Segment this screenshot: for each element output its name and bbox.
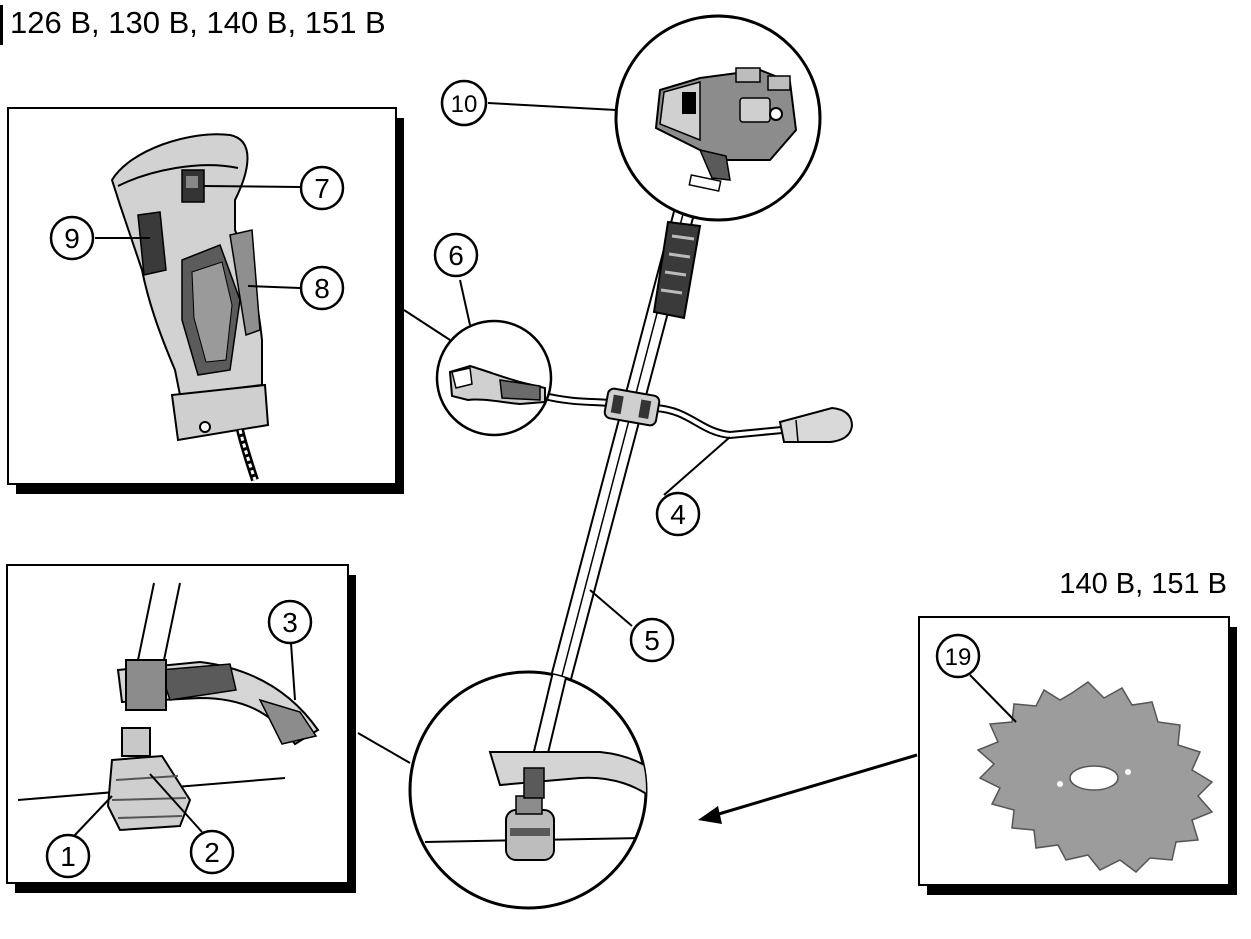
leader-19 bbox=[969, 674, 1017, 723]
callout-1: 1 bbox=[45, 833, 91, 879]
leader-head-box bbox=[357, 732, 411, 764]
blade-mount-arrow bbox=[698, 753, 918, 824]
leader-lines bbox=[73, 102, 731, 837]
trimmer-head-detail-panel bbox=[6, 564, 356, 893]
callout-19: 19 bbox=[935, 633, 981, 679]
svg-text:4: 4 bbox=[670, 499, 686, 530]
callout-2: 2 bbox=[189, 829, 235, 875]
blade-arbor-hole bbox=[1069, 765, 1119, 791]
svg-text:19: 19 bbox=[945, 644, 972, 671]
callout-3: 3 bbox=[267, 599, 313, 645]
svg-text:5: 5 bbox=[644, 625, 660, 656]
trimmer-head-circle bbox=[408, 670, 648, 910]
callout-6: 6 bbox=[433, 232, 479, 278]
title-marker-bar bbox=[0, 5, 3, 45]
callout-5: 5 bbox=[629, 617, 675, 663]
blade-models-caption: 140 B, 151 B bbox=[1059, 568, 1227, 600]
callout-9: 9 bbox=[49, 215, 95, 261]
handle-detail-panel bbox=[7, 107, 404, 494]
blade-detail-panel bbox=[918, 616, 1237, 895]
callout-7: 7 bbox=[299, 165, 345, 211]
callout-10: 10 bbox=[440, 79, 488, 127]
svg-text:2: 2 bbox=[204, 837, 220, 868]
svg-text:9: 9 bbox=[64, 223, 80, 254]
throttle-grip-sleeve bbox=[652, 220, 702, 320]
models-title: 126 B, 130 B, 140 B, 151 B bbox=[10, 5, 386, 40]
svg-text:8: 8 bbox=[314, 273, 330, 304]
svg-text:6: 6 bbox=[448, 240, 464, 271]
callout-4: 4 bbox=[655, 491, 701, 537]
bike-handle bbox=[539, 387, 854, 443]
leader-6-box bbox=[403, 309, 451, 341]
svg-text:10: 10 bbox=[451, 91, 478, 118]
engine-detail-circle bbox=[614, 14, 822, 222]
callout-8: 8 bbox=[299, 265, 345, 311]
svg-text:7: 7 bbox=[314, 173, 330, 204]
throttle-handle-circle bbox=[435, 319, 553, 437]
svg-text:1: 1 bbox=[60, 841, 76, 872]
svg-text:3: 3 bbox=[282, 607, 298, 638]
